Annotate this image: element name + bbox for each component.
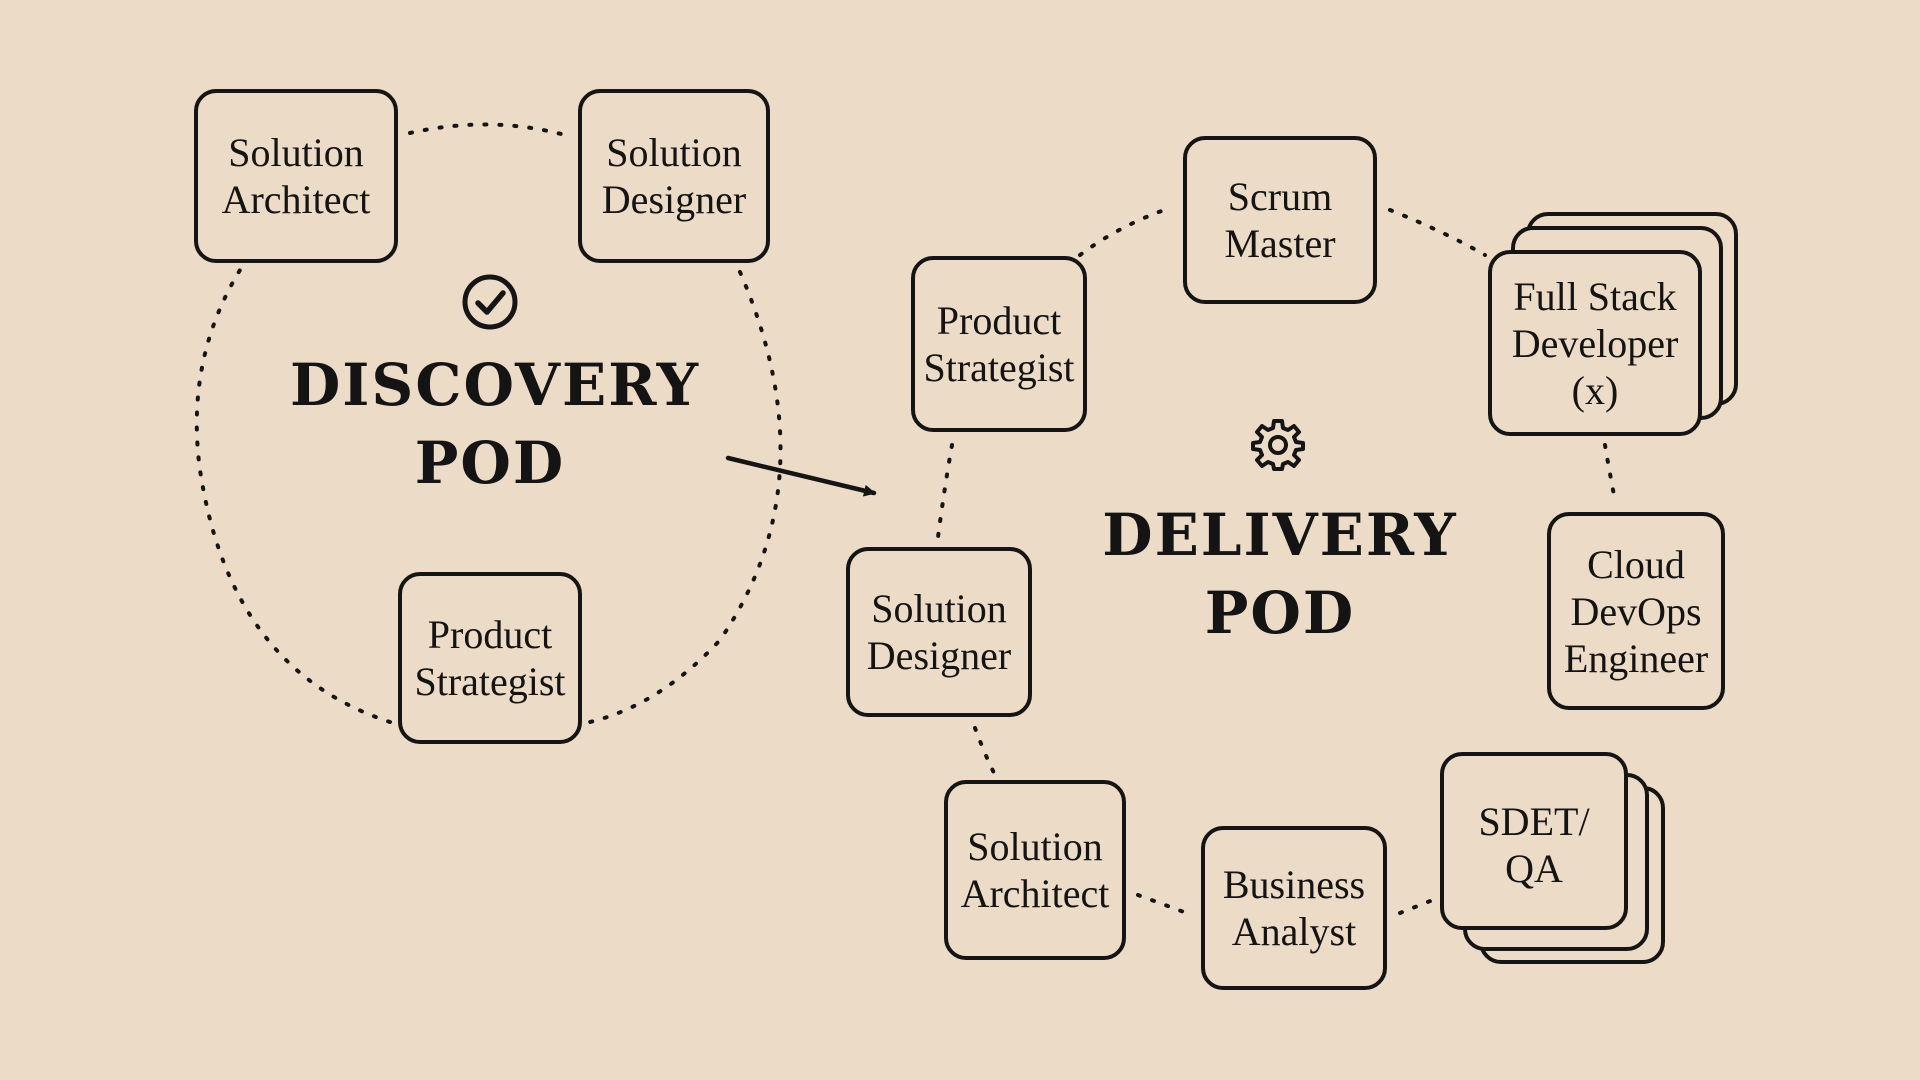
- delivery-role-sdet-qa: SDET/ QA: [1440, 752, 1628, 930]
- discovery-role-solution-designer: Solution Designer: [578, 89, 770, 263]
- delivery-link-scrum-developer: [1388, 208, 1487, 257]
- delivery-link-designer-architect: [973, 726, 997, 777]
- delivery-role-full-stack-developer: Full Stack Developer (x): [1488, 250, 1702, 436]
- delivery-link-strategist-designer: [935, 443, 954, 547]
- delivery-role-cloud-devops-engineer: Cloud DevOps Engineer: [1547, 512, 1725, 710]
- delivery-link-analyst-qa: [1398, 896, 1440, 915]
- discovery-role-product-strategist: Product Strategist: [398, 572, 582, 744]
- discovery-role-solution-architect: Solution Architect: [194, 89, 398, 263]
- delivery-link-strategist-scrum: [1078, 206, 1172, 257]
- delivery-role-solution-designer: Solution Designer: [846, 547, 1032, 717]
- delivery-role-solution-architect: Solution Architect: [944, 780, 1126, 960]
- delivery-role-product-strategist: Product Strategist: [911, 256, 1087, 432]
- handoff-arrow: [725, 455, 877, 497]
- delivery-role-scrum-master: Scrum Master: [1183, 136, 1377, 304]
- delivery-link-architect-analyst: [1136, 893, 1194, 917]
- check-circle-icon: [460, 272, 520, 332]
- discovery-link-designer-strategist: [588, 270, 783, 724]
- delivery-pod-title: DELIVERY POD: [1102, 501, 1458, 647]
- discovery-pod-title: DISCOVERY POD: [290, 351, 701, 497]
- gear-icon: [1250, 416, 1306, 472]
- discovery-link-strategist-architect: [194, 268, 392, 724]
- delivery-link-developer-cloud: [1603, 443, 1617, 502]
- discovery-link-architect-designer: [408, 122, 567, 137]
- delivery-role-business-analyst: Business Analyst: [1201, 826, 1387, 990]
